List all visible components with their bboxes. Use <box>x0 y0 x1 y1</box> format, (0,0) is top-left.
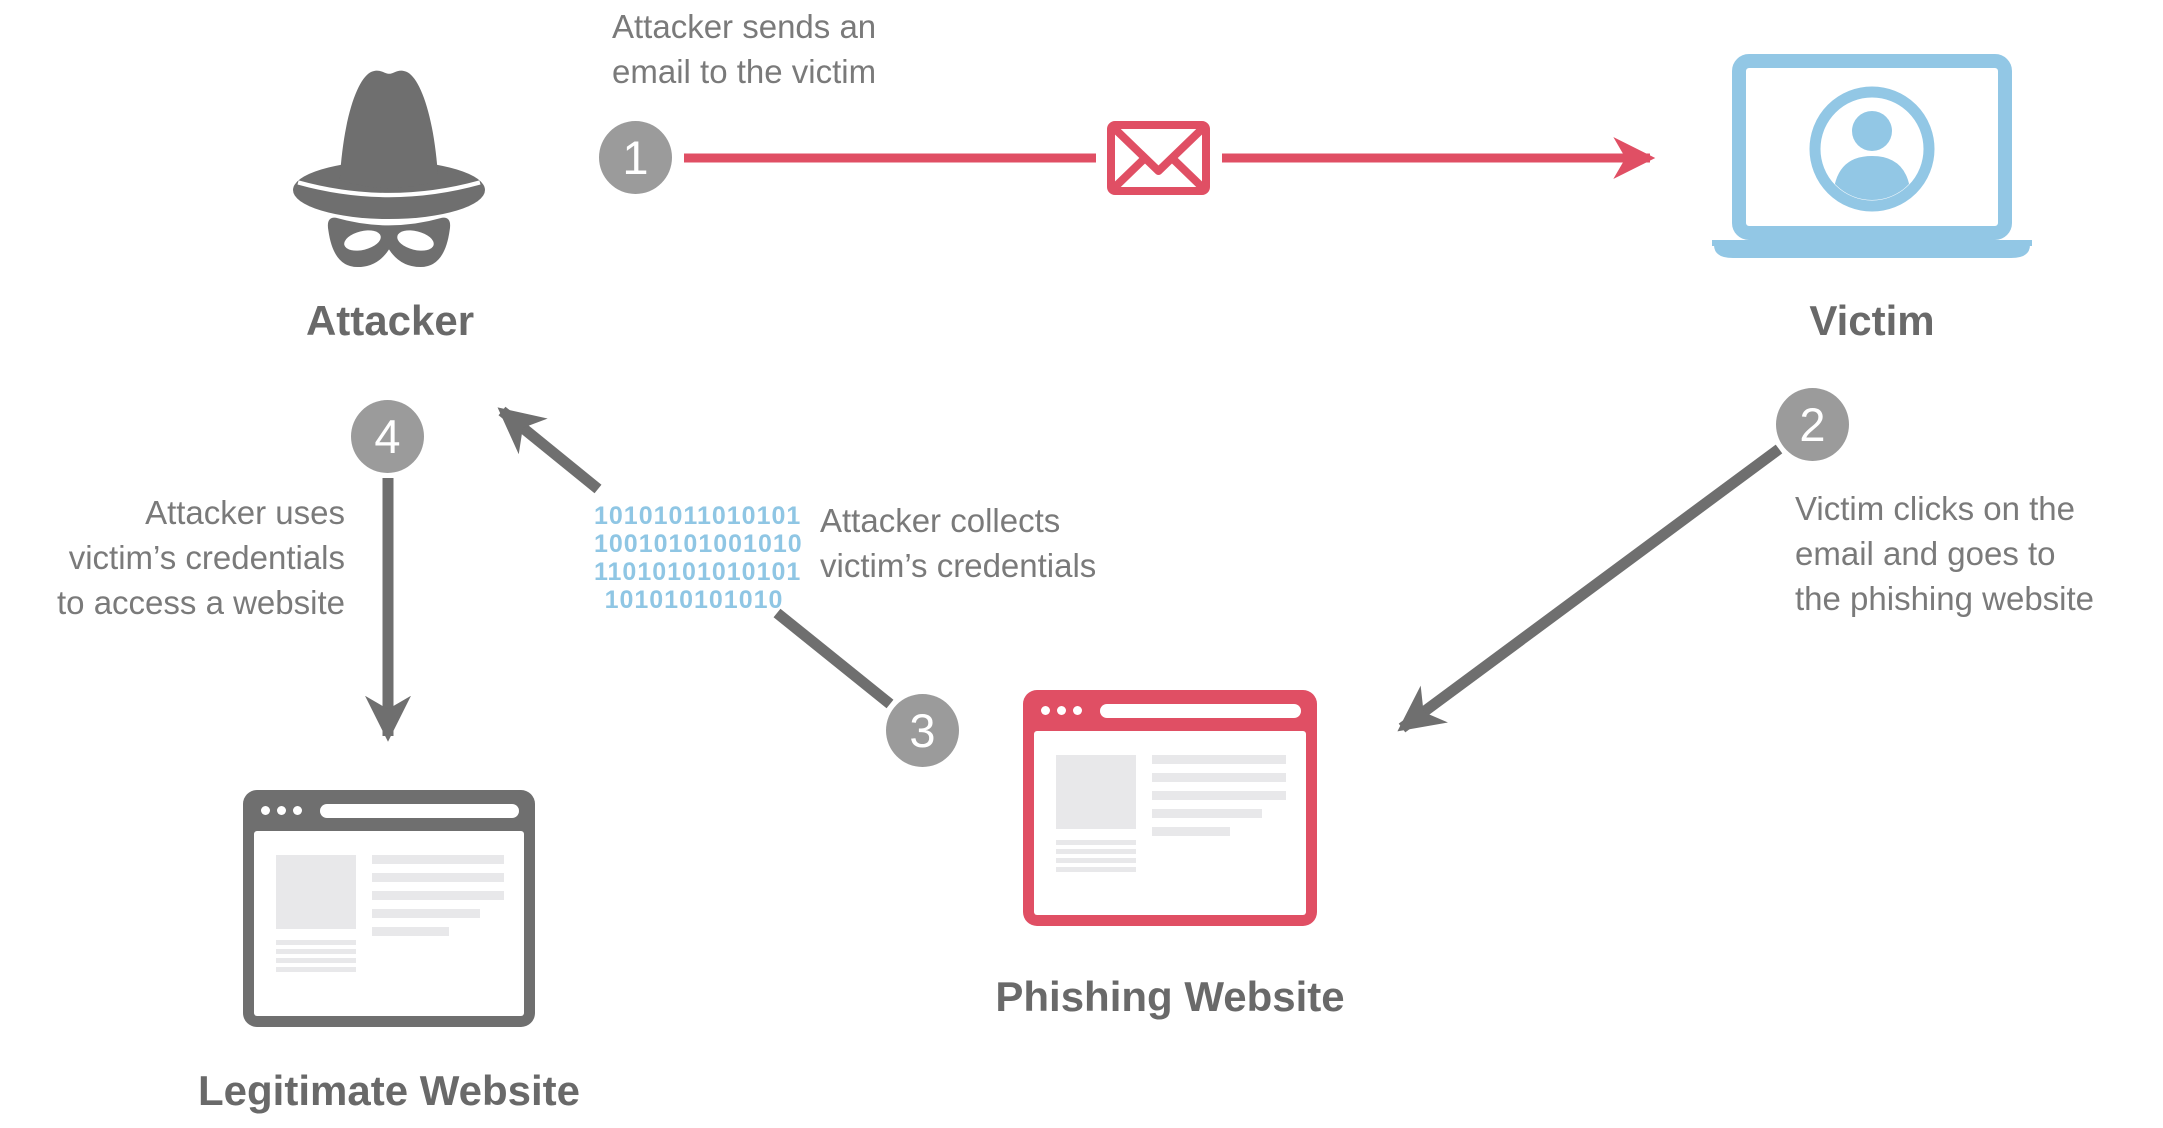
browser-chrome <box>243 790 535 831</box>
victim-label: Victim <box>1809 297 1935 344</box>
caption-line: Attacker collects <box>820 502 1061 539</box>
step-2-caption: Victim clicks on the email and goes to t… <box>1795 486 2094 621</box>
window-dot <box>1057 706 1066 715</box>
image-placeholder <box>276 855 356 929</box>
text-placeholder <box>1152 791 1286 800</box>
step-number: 2 <box>1799 398 1826 451</box>
browser-content <box>1034 731 1306 915</box>
legitimate-website-icon <box>243 790 535 1027</box>
window-dot <box>277 806 286 815</box>
text-placeholder <box>1152 827 1230 836</box>
spy-hat-mask-icon <box>258 46 520 286</box>
step-1-caption: Attacker sends an email to the victim <box>612 4 876 94</box>
browser-content <box>254 831 524 1016</box>
address-bar <box>320 803 519 818</box>
attacker-label: Attacker <box>305 297 475 344</box>
binary-line: 101010101010 <box>604 586 784 614</box>
binary-line: 10010101001010 <box>594 530 803 558</box>
step-3-caption: Attacker collects victim’s credentials <box>820 498 1096 588</box>
phishing-to-binary-line <box>773 608 894 709</box>
binary-line: 11010101010101 <box>594 558 802 586</box>
text-placeholder <box>1056 858 1136 863</box>
text-placeholder <box>1152 755 1286 764</box>
phishing-website-icon <box>1023 690 1317 926</box>
text-placeholder <box>372 855 504 864</box>
window-dot <box>1073 706 1082 715</box>
text-placeholder <box>372 891 504 900</box>
text-placeholder <box>276 967 356 972</box>
step-4-caption: Attacker uses victim’s credentials to ac… <box>57 490 345 625</box>
victim-to-phishing-arrow <box>1397 444 1783 733</box>
caption-line: Victim clicks on the <box>1795 490 2075 527</box>
text-placeholder <box>372 909 481 918</box>
window-dot <box>293 806 302 815</box>
content-left-column <box>1056 755 1136 915</box>
text-placeholder <box>372 873 504 882</box>
caption-line: to access a website <box>57 584 345 621</box>
text-placeholder <box>276 958 356 963</box>
step-4-badge: 4 <box>351 400 424 473</box>
phishing-website-label: Phishing Website <box>995 973 1345 1020</box>
address-bar <box>1100 703 1301 718</box>
step-number: 3 <box>909 704 936 757</box>
text-placeholder <box>1152 809 1262 818</box>
caption-line: victim’s credentials <box>820 547 1097 584</box>
content-left-column <box>276 855 356 1016</box>
browser-chrome <box>1023 690 1317 731</box>
step-number: 1 <box>622 131 649 184</box>
step-number: 4 <box>374 410 401 463</box>
step-2-badge: 2 <box>1776 388 1849 461</box>
binary-code: 10101011010101 10010101001010 1101010101… <box>594 502 803 614</box>
binary-to-attacker-arrow <box>497 406 602 494</box>
caption-line: email and goes to <box>1795 535 2056 572</box>
caption-line: victim’s credentials <box>68 539 345 576</box>
text-placeholder <box>276 940 356 945</box>
image-placeholder <box>1056 755 1136 829</box>
laptop-user-icon <box>1712 46 2032 260</box>
text-placeholder <box>1056 867 1136 872</box>
text-placeholder <box>276 949 356 954</box>
step-3-badge: 3 <box>886 694 959 767</box>
caption-line: email to the victim <box>612 53 877 90</box>
caption-line: Attacker sends an <box>612 8 877 45</box>
text-placeholder <box>1152 773 1286 782</box>
step-1-badge: 1 <box>599 121 672 194</box>
caption-line: the phishing website <box>1795 580 2095 617</box>
caption-line: Attacker uses <box>145 494 345 531</box>
window-dot <box>1041 706 1050 715</box>
text-placeholder <box>1056 849 1136 854</box>
content-right-column <box>1152 755 1286 915</box>
content-right-column <box>372 855 504 1016</box>
legitimate-website-label: Legitimate Website <box>198 1067 580 1114</box>
binary-line: 10101011010101 <box>594 502 802 530</box>
text-placeholder <box>372 927 449 936</box>
email-envelope-icon <box>1107 121 1210 195</box>
text-placeholder <box>1056 840 1136 845</box>
window-dot <box>261 806 270 815</box>
